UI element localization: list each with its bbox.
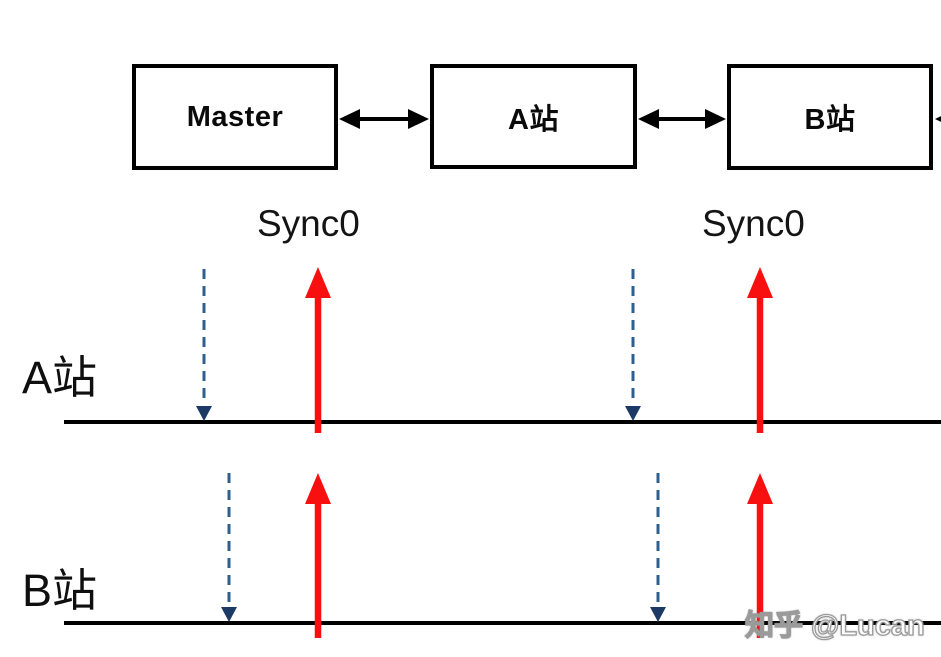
- sync0-pulse-arrowhead-icon: [747, 267, 773, 298]
- timeline-b-label: B站: [22, 565, 98, 616]
- node-station-b: B站: [727, 64, 933, 170]
- node-master-label: Master: [186, 100, 284, 133]
- zhihu-watermark: 知乎 @Lucan: [744, 609, 925, 642]
- timeline-b-sync0-pulse-arrow-1: [305, 473, 331, 638]
- link-a-b-right-arrowhead-icon: [705, 109, 726, 129]
- timeline-a-frame-arrival-arrow-2: [625, 269, 641, 421]
- sync0-pulse-arrowhead-icon: [305, 473, 331, 504]
- link-a-b-arrow: [638, 109, 726, 129]
- node-station-a: A站: [430, 64, 637, 169]
- timeline-b-sync0-pulse-arrow-2: [747, 473, 773, 638]
- timeline-a-frame-arrival-arrow-1: [196, 269, 212, 421]
- frame-arrival-arrowhead-icon: [196, 406, 212, 421]
- link-master-a-left-arrowhead-icon: [339, 109, 360, 129]
- node-station-b-label: B站: [804, 104, 856, 136]
- node-station-a-label: A站: [508, 103, 559, 136]
- link-b-offscreen-arrow: [935, 116, 941, 122]
- frame-arrival-arrowhead-icon: [221, 607, 237, 622]
- link-master-a-right-arrowhead-icon: [408, 109, 429, 129]
- frame-arrival-arrowhead-icon: [650, 607, 666, 622]
- timeline-a-sync0-pulse-arrow-1: [305, 267, 331, 433]
- link-a-b-left-arrowhead-icon: [638, 109, 659, 129]
- sync0-pulse-arrowhead-icon: [305, 267, 331, 298]
- frame-arrival-arrowhead-icon: [625, 406, 641, 421]
- sync0-label-right: Sync0: [702, 203, 805, 244]
- sync0-label-left: Sync0: [257, 203, 360, 244]
- timeline-a-label: A站: [22, 352, 98, 403]
- timeline-b-frame-arrival-arrow-1: [221, 473, 237, 622]
- sync0-pulse-arrowhead-icon: [747, 473, 773, 504]
- timeline-b-frame-arrival-arrow-2: [650, 473, 666, 622]
- link-master-a-arrow: [339, 109, 429, 129]
- node-master: Master: [132, 64, 338, 170]
- timeline-a-sync0-pulse-arrow-2: [747, 267, 773, 433]
- link-b-offscreen-arrowhead-icon: [935, 116, 941, 122]
